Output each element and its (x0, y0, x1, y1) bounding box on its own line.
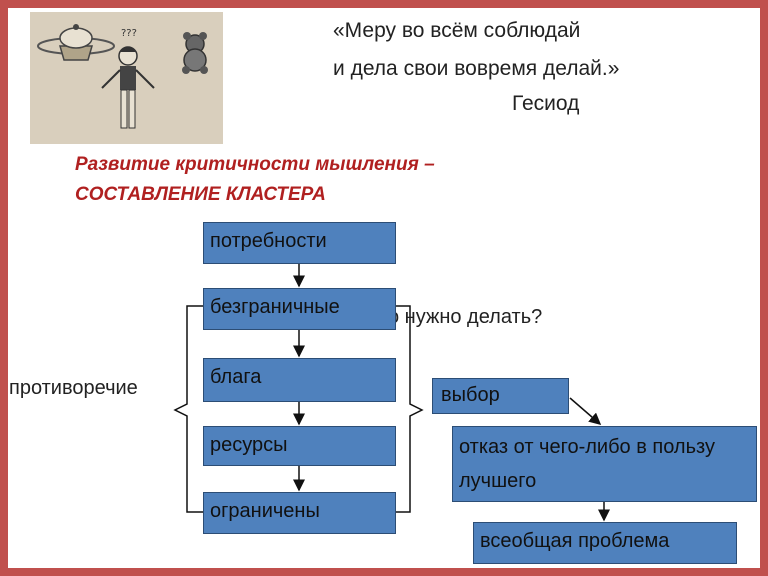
box-limited: ограничены (203, 492, 396, 534)
quote-author: Гесиод (512, 92, 580, 115)
svg-text:???: ??? (121, 28, 137, 39)
contradiction-label: противоречие (9, 377, 138, 399)
box-universal-problem: всеобщая проблема (473, 522, 737, 564)
box-refusal: отказ от чего-либо в пользу лучшего (452, 426, 757, 502)
box-unlimited: безграничные (203, 288, 396, 330)
illustration: ??? (30, 12, 223, 144)
question-fragment: о нужно делать? (388, 306, 543, 328)
subtitle-line-2: СОСТАВЛЕНИЕ КЛАСТЕРА (75, 184, 326, 205)
slide-subtitle: Развитие критичности мышления – СОСТАВЛЕ… (75, 150, 595, 210)
subtitle-line-1: Развитие критичности мышления – (75, 154, 435, 175)
left-brace (173, 305, 203, 513)
box-resources: ресурсы (203, 426, 396, 466)
box-goods: блага (203, 358, 396, 402)
quote-line-1: «Меру во всём соблюдай (333, 19, 581, 42)
box-needs: потребности (203, 222, 396, 264)
quote-line-2: и дела свои вовремя делай.» (333, 57, 620, 80)
box-choice: выбор (432, 378, 569, 414)
arrow-choice-refusal (569, 397, 602, 425)
right-brace (396, 305, 424, 513)
